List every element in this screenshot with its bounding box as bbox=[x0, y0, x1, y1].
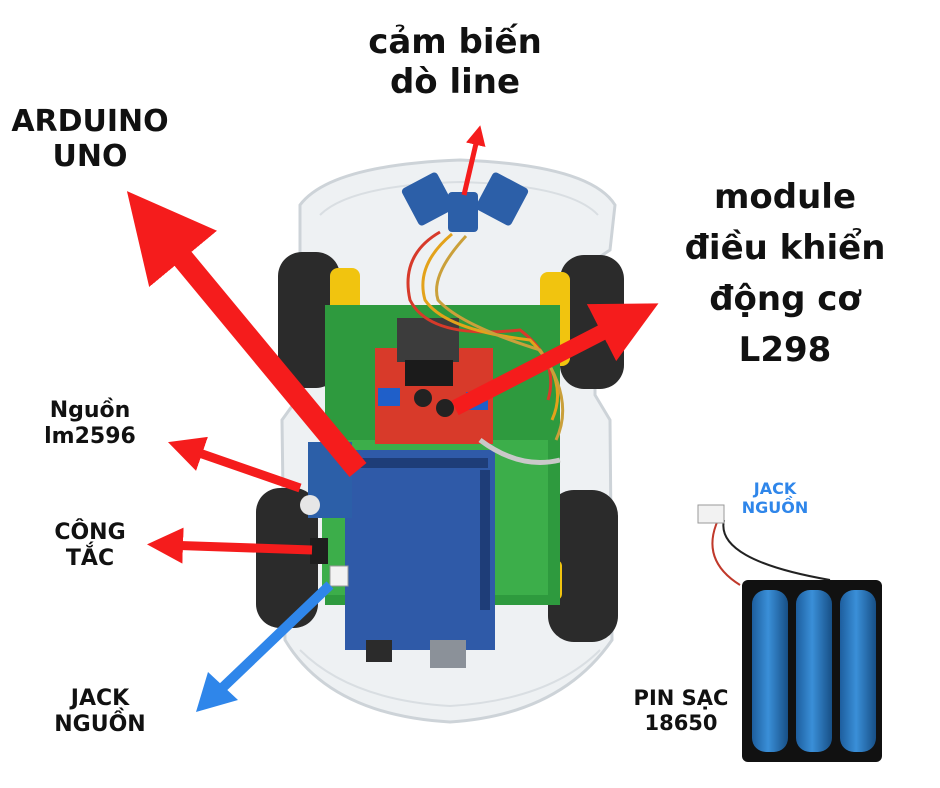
battery-pack-18650 bbox=[697, 504, 882, 762]
wheel-rear-left bbox=[256, 488, 318, 628]
label-power-jack: JACK NGUỒN bbox=[54, 686, 146, 737]
label-line-sensor: cảm biến dò line bbox=[368, 22, 542, 103]
label-battery-jack: JACK NGUỒN bbox=[741, 479, 809, 517]
power-switch bbox=[310, 538, 328, 564]
arduino-uno-board bbox=[345, 450, 495, 668]
label-motor-driver: module điều khiển động cơ L298 bbox=[684, 177, 886, 370]
arrow-power-jack bbox=[196, 581, 334, 712]
car-power-jack bbox=[329, 565, 349, 587]
sensor-wires bbox=[406, 230, 565, 465]
arrow-regulator bbox=[167, 436, 302, 493]
annotation-arrows bbox=[126, 125, 659, 712]
line-sensor-array bbox=[401, 172, 529, 232]
arrow-switch bbox=[147, 527, 313, 564]
label-arduino-uno: ARDUINO UNO bbox=[11, 104, 169, 175]
label-battery: PIN SẠC 18650 bbox=[633, 686, 729, 735]
label-switch: CÔNG TẮC bbox=[54, 520, 126, 571]
label-regulator: Nguồn lm2596 bbox=[44, 398, 136, 449]
arrow-motor-driver bbox=[451, 303, 659, 416]
arrow-arduino bbox=[126, 191, 367, 478]
arrow-line-sensor bbox=[461, 125, 486, 196]
battery-jack-connector bbox=[697, 504, 725, 524]
